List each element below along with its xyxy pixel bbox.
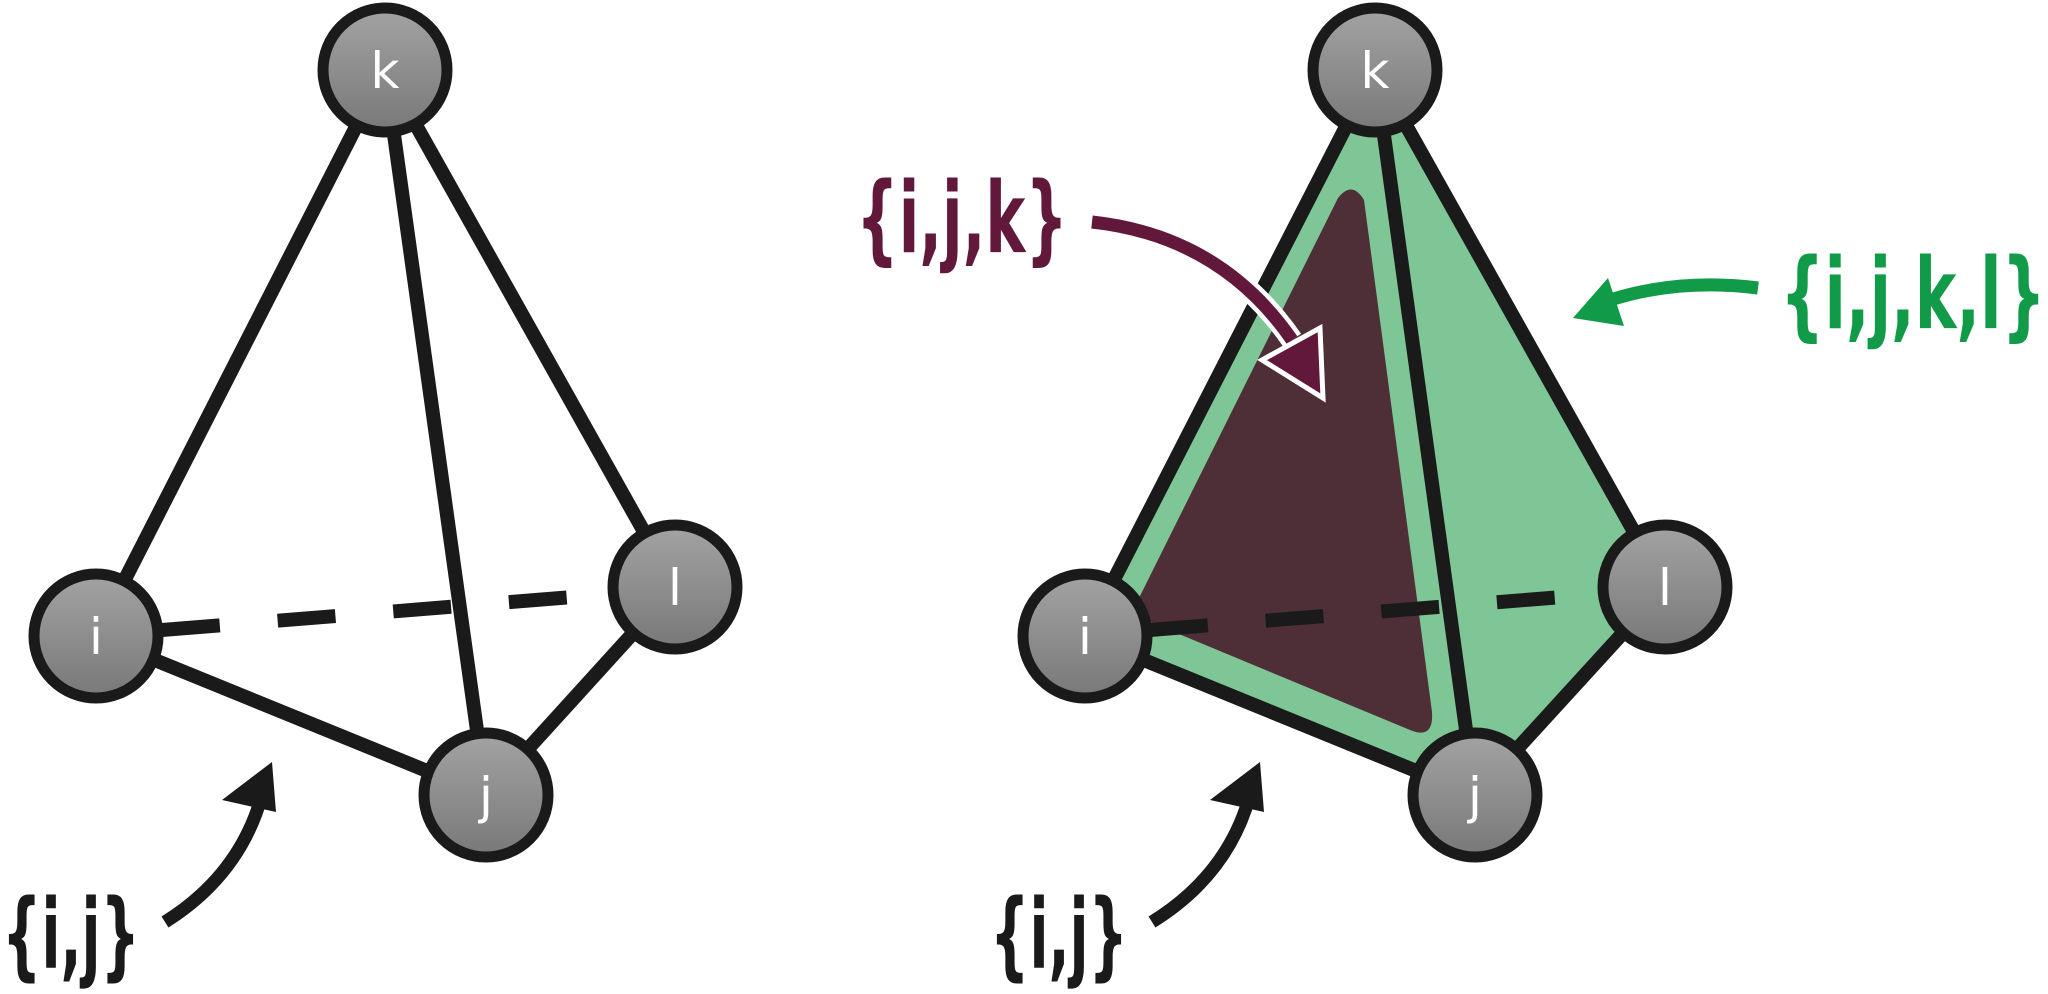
node-label-j: j: [1467, 767, 1482, 825]
edge-label-arrow-icon: [161, 793, 269, 928]
node-label-i: i: [1078, 608, 1092, 666]
edge-i-l-hidden: [161, 587, 611, 637]
node-j: j: [1407, 727, 1543, 863]
triangle-label-arrowhead-icon: [1257, 323, 1326, 403]
triangle-label: {i,j,k}: [856, 162, 1068, 276]
node-j: j: [418, 727, 554, 863]
edge-i-k: [1078, 63, 1382, 643]
node-label-k: k: [1361, 42, 1390, 100]
node-l: l: [607, 519, 743, 655]
node-label-l: l: [1658, 559, 1672, 617]
edge-i-k: [89, 63, 392, 643]
edge-label-arrowhead-icon: [1210, 762, 1264, 812]
right-tetrahedron: k i l j {i,j} {i,j,k} {i,j,k,l}: [856, 2, 2046, 991]
edge-k-l: [378, 63, 682, 594]
edge-k-l: [1368, 63, 1672, 594]
edge-k-j: [1368, 63, 1482, 802]
edge-label-right: {i,j}: [990, 879, 1128, 991]
edge-label-left: {i,j}: [2, 879, 140, 991]
edge-i-j: [89, 629, 493, 802]
tetrahedron-label: {i,j,k,l}: [1780, 238, 2046, 352]
edge-label-arrow-icon: [1148, 793, 1257, 928]
left-tetrahedron: k i l j {i,j}: [2, 2, 743, 991]
tetrahedron-label-arrow-icon: [1608, 278, 1759, 307]
edge-i-l-hidden: [1149, 587, 1601, 637]
node-k: k: [317, 2, 453, 138]
node-i: i: [28, 568, 164, 704]
triangle-label-arrow-icon: [1091, 215, 1298, 344]
node-l: l: [1597, 519, 1733, 655]
node-i: i: [1017, 568, 1153, 704]
edge-i-j: [1078, 629, 1482, 802]
triangle-face-ijk: [1136, 189, 1433, 733]
node-label-i: i: [89, 608, 103, 666]
edge-k-j: [378, 63, 493, 802]
node-label-j: j: [478, 767, 493, 825]
edge-label-arrowhead-icon: [222, 762, 276, 812]
node-label-k: k: [371, 42, 400, 100]
node-k: k: [1307, 2, 1443, 138]
tetrahedron-label-arrowhead-icon: [1573, 278, 1624, 326]
node-label-l: l: [668, 559, 682, 617]
